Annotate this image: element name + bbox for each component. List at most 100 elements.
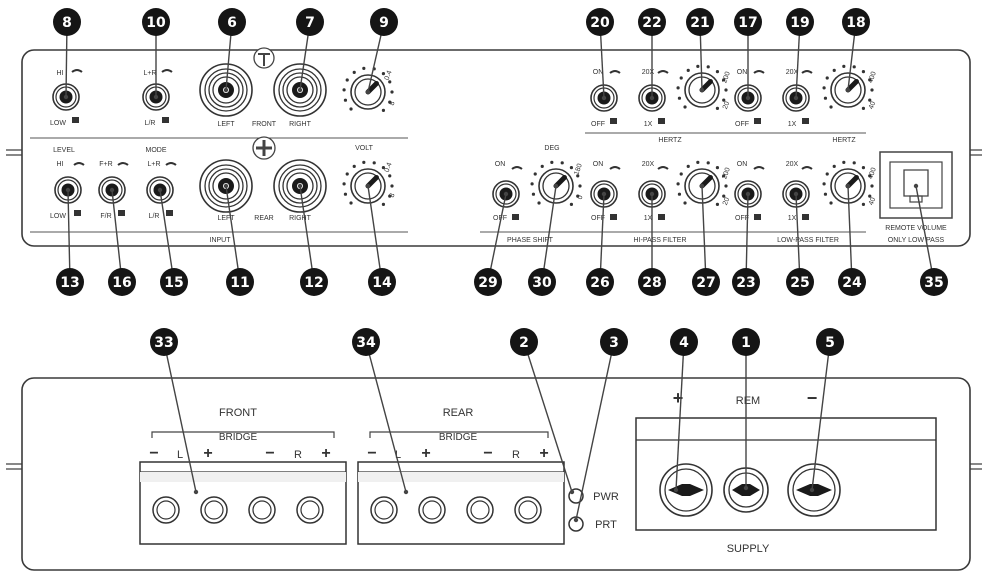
- rear-screw-1[interactable]: [370, 496, 398, 524]
- callout-badge-30: 30: [528, 268, 556, 296]
- label-off-top-hpf: OFF: [591, 121, 605, 128]
- terminal-polarity-6: +: [321, 445, 330, 462]
- callout-number: 29: [478, 275, 497, 291]
- label-hp-200-t: 200: [721, 71, 732, 84]
- callout-badge-15: 15: [160, 268, 188, 296]
- label-lr-plus-2: L+R: [147, 161, 160, 168]
- label-on-hpf: ON: [593, 161, 604, 168]
- label-on-phase: ON: [495, 161, 506, 168]
- leader-line-26: [599, 193, 605, 283]
- callout-number: 11: [230, 275, 249, 291]
- label-bridge-rear: BRIDGE: [439, 432, 478, 443]
- label-front-bottom: FRONT: [219, 407, 257, 419]
- leader-line-4: [675, 341, 685, 491]
- leader-line-35: [915, 185, 935, 283]
- callout-badge-21: 21: [686, 8, 714, 36]
- label-hp-200-b: 200: [721, 167, 732, 180]
- callout-number: 9: [379, 15, 389, 31]
- label-lr-1: L/R: [145, 120, 156, 127]
- terminal-polarity-2: L: [177, 449, 183, 461]
- label-volt-scale-top-1: 0.4: [384, 70, 394, 82]
- callout-badge-6: 6: [218, 8, 246, 36]
- label-fr: F/R: [100, 213, 111, 220]
- callout-number: 1: [741, 335, 751, 351]
- label-lr-plus-1: L+R: [143, 70, 156, 77]
- terminal-polarity-12: +: [539, 445, 548, 462]
- terminal-polarity-7: −: [367, 445, 376, 462]
- callout-number: 28: [642, 275, 661, 291]
- leader-line-34: [365, 341, 407, 493]
- rear-screw-3[interactable]: [466, 496, 494, 524]
- callout-number: 4: [679, 335, 689, 351]
- label-supply-minus: −: [807, 388, 818, 408]
- label-low-1: LOW: [50, 120, 66, 127]
- callout-badge-13: 13: [56, 268, 84, 296]
- leader-line-33: [163, 341, 197, 493]
- callout-badge-14: 14: [368, 268, 396, 296]
- label-1x-top-hpf: 1X: [644, 121, 653, 128]
- rear-screw-4[interactable]: [514, 496, 542, 524]
- callout-badge-20: 20: [586, 8, 614, 36]
- callout-badge-4: 4: [670, 328, 698, 356]
- label-on-lpf: ON: [737, 161, 748, 168]
- callout-badge-34: 34: [352, 328, 380, 356]
- callout-number: 23: [736, 275, 755, 291]
- label-lp-40-b: 40: [868, 197, 877, 207]
- screw-emblem-top: [253, 47, 275, 69]
- label-supply: SUPPLY: [727, 543, 770, 555]
- callout-number: 16: [112, 275, 131, 291]
- phase-knob[interactable]: [530, 160, 582, 206]
- callout-number: 19: [790, 15, 809, 31]
- terminal-polarity-10: −: [483, 445, 492, 462]
- front-screw-4[interactable]: [296, 496, 324, 524]
- callout-number: 6: [227, 15, 237, 31]
- callout-badge-19: 19: [786, 8, 814, 36]
- leader-line-16: [111, 189, 123, 283]
- callout-number: 5: [825, 335, 835, 351]
- label-hi-pass-filter: HI-PASS FILTER: [633, 237, 686, 244]
- label-on-top-hpf: ON: [593, 69, 604, 76]
- leader-line-14: [367, 185, 383, 283]
- label-mode: MODE: [146, 147, 167, 154]
- label-low-2: LOW: [50, 213, 66, 220]
- label-lr-2: L/R: [149, 213, 160, 220]
- callout-number: 20: [590, 15, 610, 31]
- callout-number: 24: [842, 275, 862, 291]
- label-deg-180: 180: [573, 163, 584, 176]
- label-prt: PRT: [595, 519, 617, 531]
- front-screw-3[interactable]: [248, 496, 276, 524]
- volt-knob-rear[interactable]: [342, 160, 394, 206]
- label-lp-40-t: 40: [868, 101, 877, 111]
- callout-number: 26: [590, 275, 609, 291]
- screw-emblem-middle: [252, 136, 276, 160]
- label-right-front: RIGHT: [289, 121, 312, 128]
- label-volt-scale-bottom-2: 8: [389, 192, 397, 198]
- label-volt-scale-top-2: 0.4: [384, 162, 394, 174]
- terminal-polarity-5: R: [294, 449, 302, 461]
- callout-number: 7: [305, 15, 315, 31]
- callout-number: 14: [372, 275, 392, 291]
- label-off-top-lpf: OFF: [735, 121, 749, 128]
- callout-number: 18: [846, 15, 865, 31]
- label-volt-scale-bottom-1: 8: [389, 100, 397, 106]
- leader-line-15: [159, 189, 175, 283]
- leader-line-29: [487, 193, 507, 283]
- terminal-polarity-9: +: [421, 445, 430, 462]
- callout-badge-8: 8: [53, 8, 81, 36]
- label-hp-20-b: 20: [722, 197, 731, 207]
- label-left-rear: LEFT: [217, 215, 235, 222]
- callout-number: 17: [738, 15, 757, 31]
- callout-badge-12: 12: [300, 268, 328, 296]
- remote-volume-jack[interactable]: [879, 151, 953, 219]
- supply-plus-screw[interactable]: [659, 463, 713, 517]
- callout-number: 2: [519, 335, 529, 351]
- front-screw-2[interactable]: [200, 496, 228, 524]
- front-screw-1[interactable]: [152, 496, 180, 524]
- label-low-pass-filter: LOW-PASS FILTER: [777, 237, 839, 244]
- label-phase-shift: PHASE SHIFT: [507, 237, 554, 244]
- label-deg: DEG: [544, 145, 559, 152]
- leader-line-11: [225, 185, 241, 283]
- label-20x-lpf: 20X: [786, 161, 799, 168]
- rear-screw-2[interactable]: [418, 496, 446, 524]
